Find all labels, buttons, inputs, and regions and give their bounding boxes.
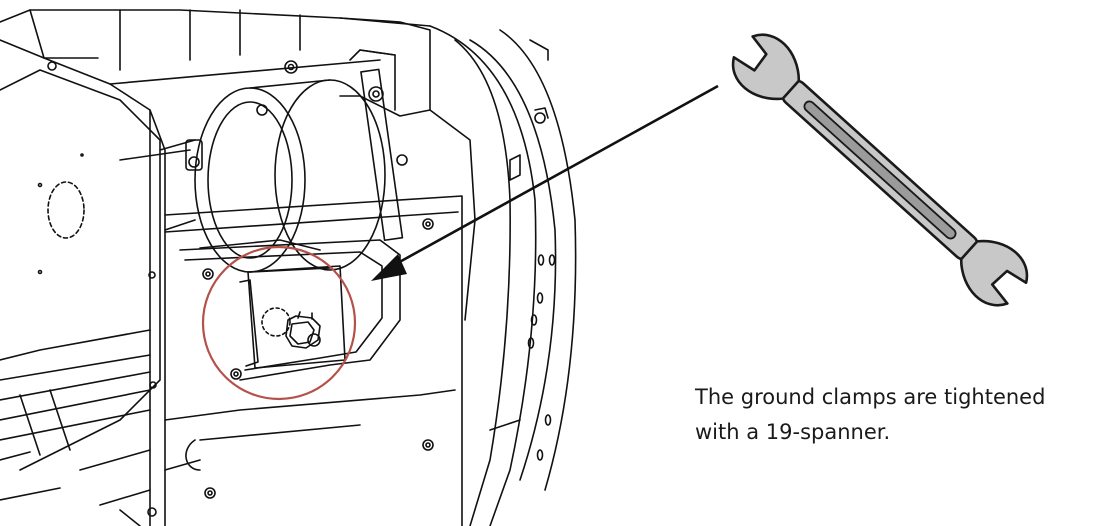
highlight-circle [201, 245, 357, 401]
caption-text: The ground clamps are tightened with a 1… [695, 380, 1095, 450]
spanner-icon [731, 33, 1029, 307]
machine-assembly-drawing [0, 9, 577, 526]
pointer-arrow [371, 84, 719, 281]
caption-line-2: with a 19-spanner. [695, 420, 891, 444]
caption-line-1: The ground clamps are tightened [695, 385, 1046, 409]
